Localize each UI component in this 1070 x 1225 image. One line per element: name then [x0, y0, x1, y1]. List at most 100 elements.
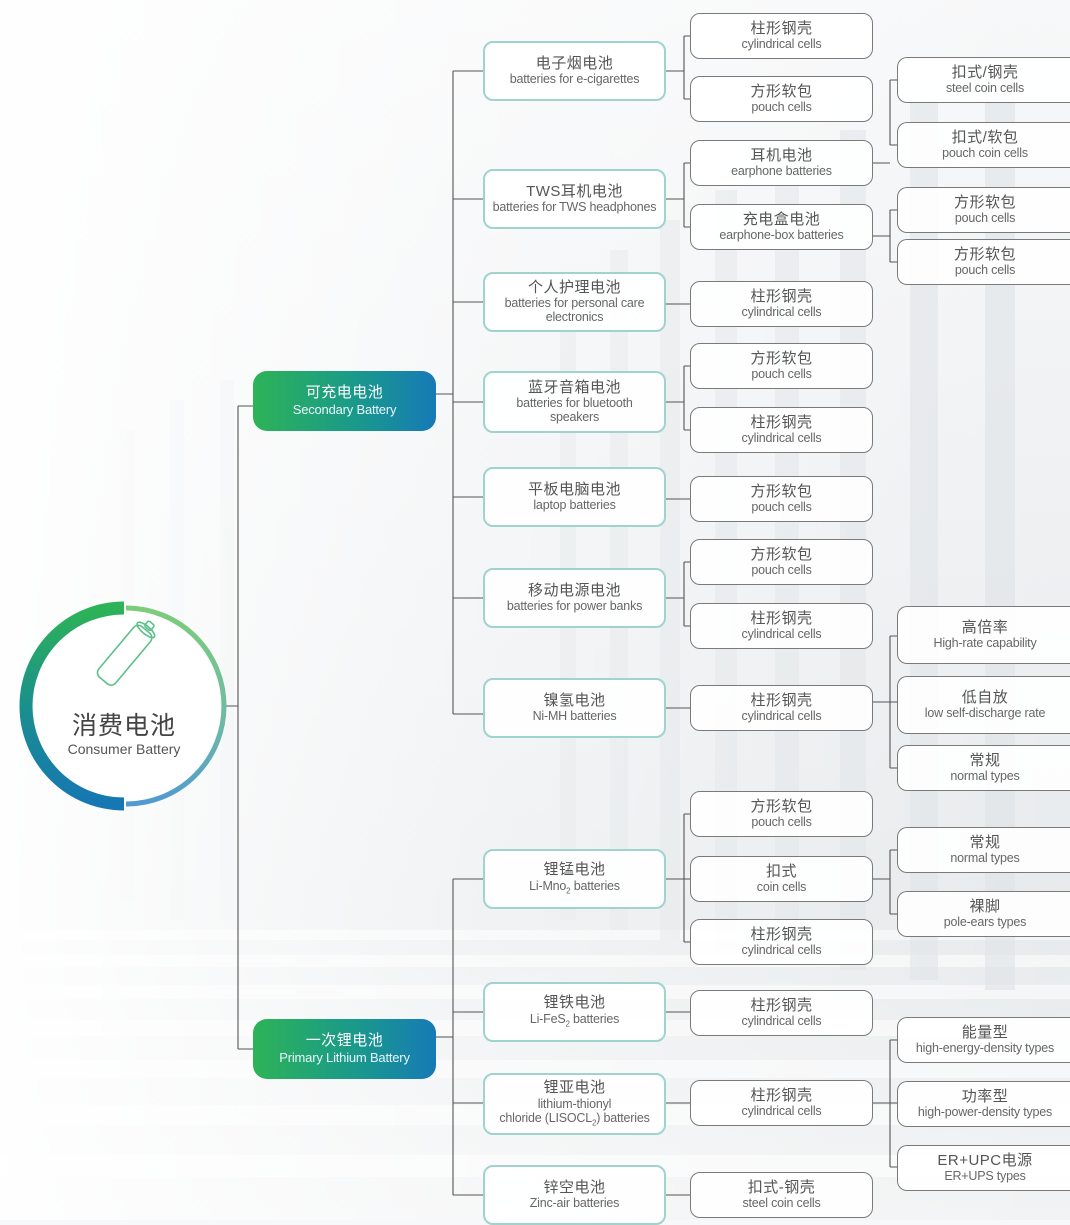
label-zh: 低自放 [961, 688, 1009, 706]
label-en-2: speakers [549, 410, 600, 425]
label-zh: 常规 [969, 833, 1001, 851]
node-bt-pouch: 方形软包 pouch cells [690, 343, 873, 389]
category-secondary-battery: 可充电电池 Secondary Battery [253, 371, 436, 431]
node-limno-cylindrical: 柱形钢壳 cylindrical cells [690, 919, 873, 965]
label-en: coin cells [756, 880, 807, 895]
node-personal-cylindrical: 柱形钢壳 cylindrical cells [690, 281, 873, 327]
node-high-power: 功率型 high-power-density types [897, 1081, 1070, 1127]
label-en: steel coin cells [742, 1196, 821, 1211]
label-en: pouch cells [751, 367, 812, 382]
node-lifes-cylindrical: 柱形钢壳 cylindrical cells [690, 990, 873, 1036]
node-normal-coin: 常规 normal types [897, 827, 1070, 873]
label-zh: 柱形钢壳 [750, 1086, 813, 1104]
label-en: Li-Mno2 batteries [529, 879, 620, 896]
label-en-sub: 2 [566, 886, 571, 896]
node-pb-pouch: 方形软包 pouch cells [690, 539, 873, 585]
label-en: ER+UPS types [944, 1169, 1026, 1184]
label-en: pouch cells [751, 100, 812, 115]
node-lisocl-cylindrical: 柱形钢壳 cylindrical cells [690, 1080, 873, 1126]
label-en: pole-ears types [943, 915, 1027, 930]
label-zh: 平板电脑电池 [527, 480, 621, 498]
label-zh: 锂亚电池 [543, 1078, 606, 1096]
label-zh: 柱形钢壳 [750, 691, 813, 709]
label-en-2: chloride (LISOCL2) batteries [499, 1110, 650, 1128]
label-zh: 能量型 [961, 1023, 1009, 1041]
root-node-consumer-battery: 消费电池 Consumer Battery [18, 600, 230, 812]
node-low-self-discharge: 低自放 low self-discharge rate [897, 676, 1070, 734]
label-en-a: Li-Mno [529, 878, 567, 893]
label-zh: 蓝牙音箱电池 [527, 378, 621, 396]
label-en-b: batteries [570, 878, 620, 893]
label-en-2b: ) batteries [596, 1110, 650, 1125]
label-en: normal types [950, 851, 1020, 866]
node-lisocl2: 锂亚电池 lithium-thionyl chloride (LISOCL2) … [483, 1073, 666, 1135]
node-normal-nimh: 常规 normal types [897, 745, 1070, 791]
label-zh: 扣式/钢壳 [951, 63, 1019, 81]
label-en: laptop batteries [533, 498, 616, 513]
node-high-energy: 能量型 high-energy-density types [897, 1017, 1070, 1063]
node-pouch-coin: 扣式/软包 pouch coin cells [897, 122, 1070, 168]
label-en: low self-discharge rate [924, 706, 1046, 721]
node-box-pouch: 方形软包 pouch cells [897, 239, 1070, 285]
label-zh: 一次锂电池 [305, 1031, 384, 1049]
label-en: pouch coin cells [942, 146, 1028, 161]
node-personal-care: 个人护理电池 batteries for personal care elect… [483, 272, 666, 332]
label-en-1: lithium-thionyl [537, 1096, 612, 1111]
label-en: Zinc-air batteries [529, 1196, 620, 1211]
label-zh: 柱形钢壳 [750, 19, 813, 37]
label-en: cylindrical cells [741, 709, 822, 724]
label-en-1: batteries for personal care [504, 296, 645, 311]
root-title-en: Consumer Battery [67, 741, 181, 757]
label-zh: 个人护理电池 [527, 278, 621, 296]
label-zh: 方形软包 [750, 797, 813, 815]
label-en: cylindrical cells [741, 627, 822, 642]
node-bt-cylindrical: 柱形钢壳 cylindrical cells [690, 407, 873, 453]
label-en: batteries for e-cigarettes [509, 72, 640, 87]
label-zh: 方形软包 [750, 349, 813, 367]
label-en: pouch cells [954, 211, 1016, 226]
label-en: Li-FeS2 batteries [530, 1012, 619, 1029]
label-en: Primary Lithium Battery [279, 1050, 410, 1066]
node-nimh-cylindrical: 柱形钢壳 cylindrical cells [690, 685, 873, 731]
label-zh: 功率型 [961, 1087, 1009, 1105]
root-ring [19, 601, 227, 811]
label-zh: 柱形钢壳 [750, 287, 813, 305]
node-laptop: 平板电脑电池 laptop batteries [483, 467, 666, 527]
label-en-2sub: 2 [592, 1118, 597, 1128]
label-zh: 扣式-钢壳 [747, 1178, 816, 1196]
label-zh: TWS耳机电池 [526, 182, 623, 200]
label-en: earphone-box batteries [719, 228, 844, 243]
root-title-zh: 消费电池 [71, 712, 176, 740]
node-pb-cylindrical: 柱形钢壳 cylindrical cells [690, 603, 873, 649]
label-en: cylindrical cells [741, 1014, 822, 1029]
label-zh: 镍氢电池 [543, 691, 606, 709]
label-zh: 充电盒电池 [742, 210, 821, 228]
label-en: cylindrical cells [741, 1104, 822, 1119]
label-zh: 锌空电池 [543, 1178, 606, 1196]
node-earphone-pouch: 方形软包 pouch cells [897, 187, 1070, 233]
label-zh: 耳机电池 [750, 146, 813, 164]
node-steel-coin: 扣式/钢壳 steel coin cells [897, 57, 1070, 103]
label-zh: 柱形钢壳 [750, 609, 813, 627]
label-zh: 高倍率 [961, 618, 1009, 636]
label-en-1: batteries for bluetooth [516, 396, 633, 411]
label-en: high-power-density types [917, 1105, 1053, 1120]
label-en: cylindrical cells [741, 431, 822, 446]
label-en-2: electronics [545, 310, 604, 325]
node-laptop-pouch: 方形软包 pouch cells [690, 476, 873, 522]
label-en: cylindrical cells [741, 305, 822, 320]
node-ecig-pouch: 方形软包 pouch cells [690, 76, 873, 122]
label-en: high-energy-density types [915, 1041, 1055, 1056]
label-en-sub: 2 [565, 1019, 570, 1029]
label-zh: ER+UPC电源 [937, 1151, 1033, 1169]
node-er-upc: ER+UPC电源 ER+UPS types [897, 1145, 1070, 1191]
label-en-b: batteries [569, 1011, 620, 1026]
node-limno-coin: 扣式 coin cells [690, 856, 873, 902]
label-zh: 电子烟电池 [535, 54, 614, 72]
node-bluetooth: 蓝牙音箱电池 batteries for bluetooth speakers [483, 371, 666, 433]
label-en: cylindrical cells [741, 943, 822, 958]
label-zh: 柱形钢壳 [750, 925, 813, 943]
label-en: batteries for power banks [506, 599, 643, 614]
label-zh: 裸脚 [969, 897, 1001, 915]
